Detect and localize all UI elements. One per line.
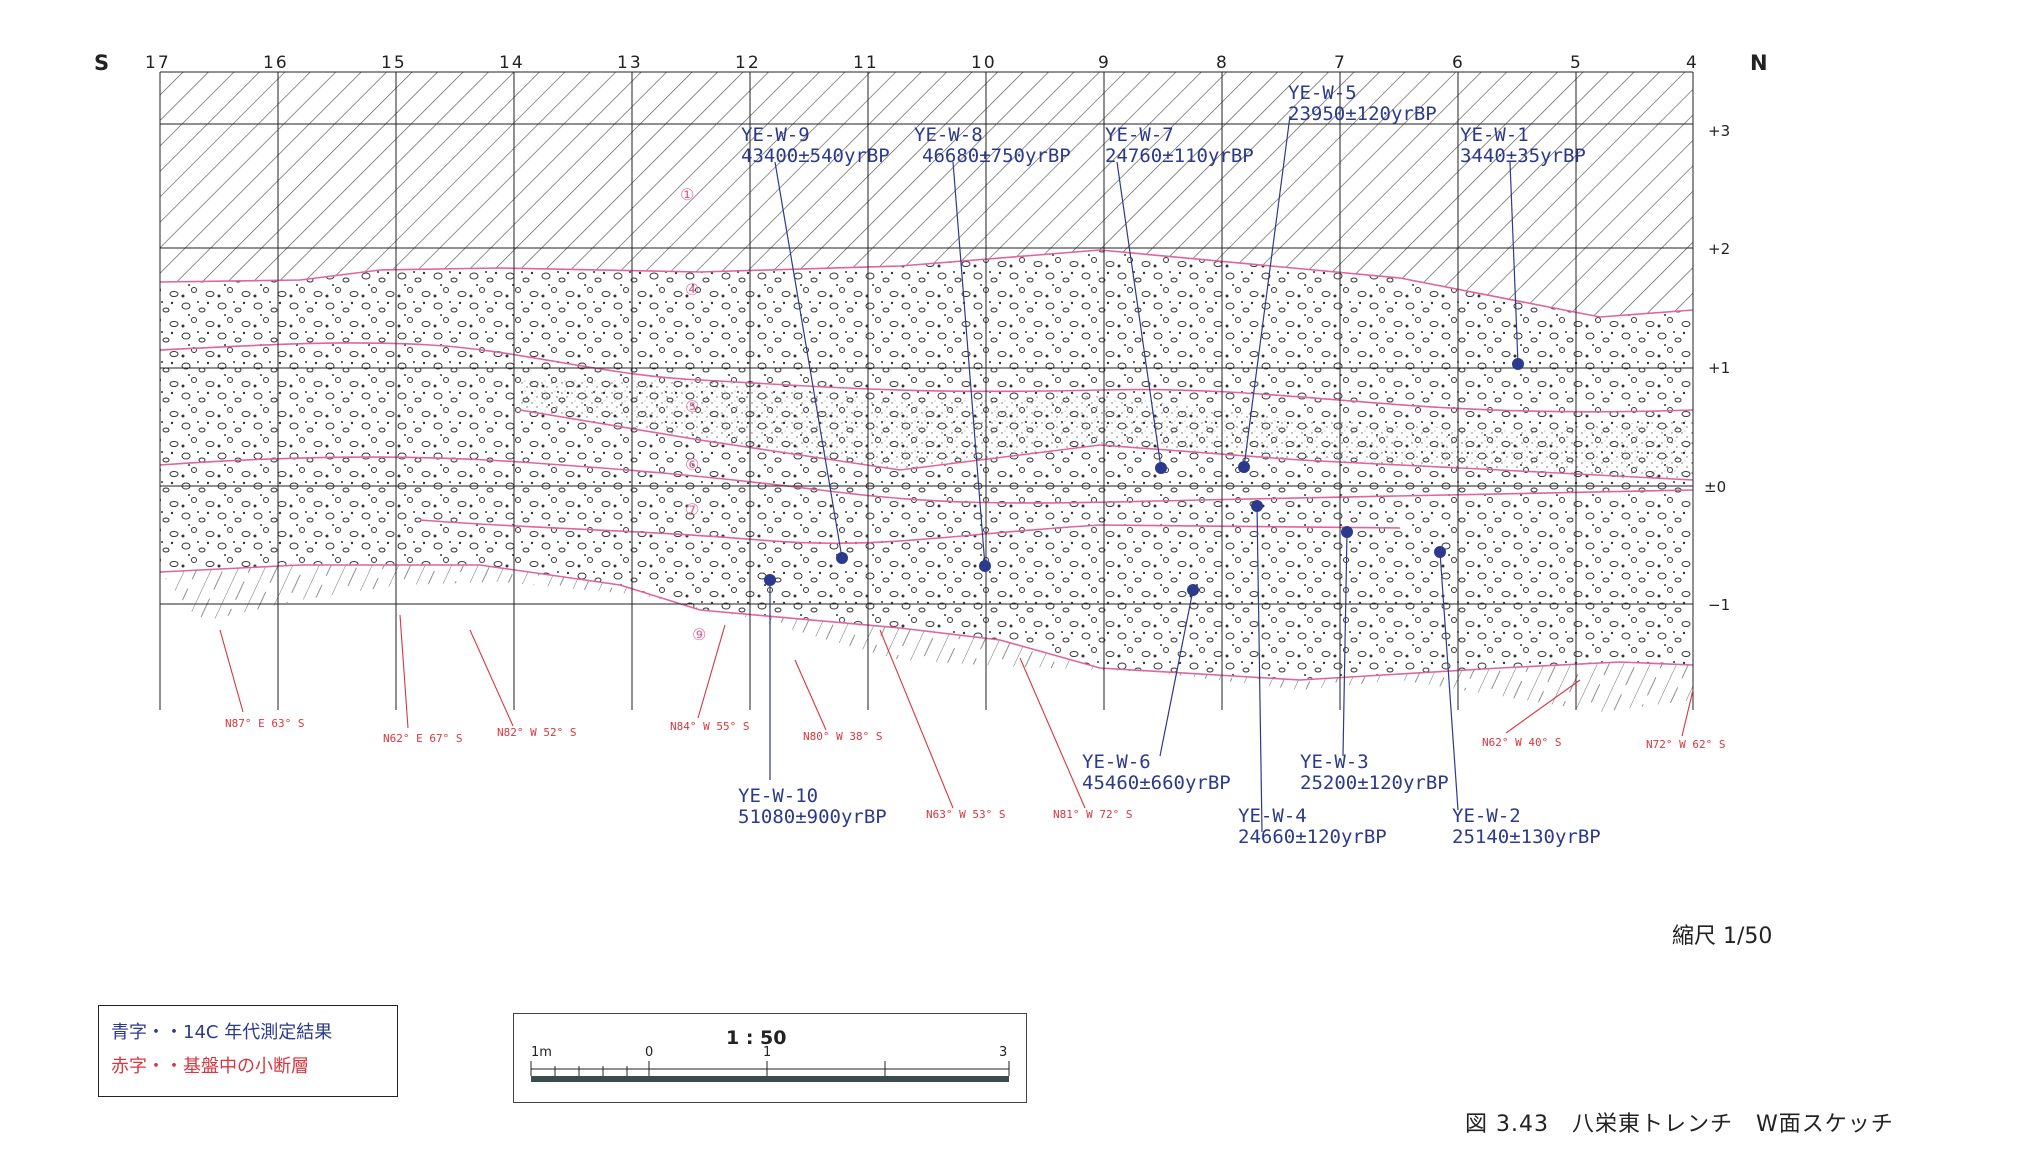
grid-number: 5: [1570, 53, 1583, 73]
grid-number: 14: [499, 53, 525, 73]
sample-point: [1341, 526, 1353, 538]
layer-number: ④: [685, 280, 699, 299]
sample-point: [1512, 358, 1524, 370]
sample-point: [1187, 584, 1199, 596]
sample-point: [1238, 461, 1250, 473]
sample-age: 23950±120yrBP: [1288, 103, 1437, 125]
legend-red-text: 赤字・・基盤中の小断層: [111, 1056, 309, 1077]
sample-age: 43400±540yrBP: [741, 145, 890, 167]
fault-label: N72° W 62° S: [1646, 738, 1725, 751]
sample-labels: YE-W-1 3440±35yrBP YE-W-2 25140±130yrBP …: [738, 82, 1601, 848]
fault-label: N87° E 63° S: [225, 717, 304, 730]
fault-label: N81° W 72° S: [1053, 808, 1132, 821]
elevation-label: +1: [1708, 359, 1730, 377]
sample-id: YE-W-10: [738, 785, 818, 807]
sample-age: 25140±130yrBP: [1452, 826, 1601, 848]
fault-labels: N87° E 63° S N62° E 67° S N82° W 52° S N…: [225, 717, 1725, 821]
sample-point: [1155, 462, 1167, 474]
grid-number: 9: [1098, 53, 1111, 73]
scale-ratio: 1 : 50: [726, 1027, 787, 1049]
sample-age: 3440±35yrBP: [1460, 145, 1586, 167]
sample-id: YE-W-1: [1460, 124, 1529, 146]
sample-age: 24760±110yrBP: [1105, 145, 1254, 167]
grid-numbers: 17 16 15 14 13 12 11 10 9 8 7 6 5 4: [145, 53, 1699, 73]
scale-bar-box: 1 : 50 1m 0 1 3: [513, 1013, 1027, 1103]
fault-label: N84° W 55° S: [670, 720, 749, 733]
sample-id: YE-W-2: [1452, 805, 1521, 827]
grid-number: 10: [971, 53, 997, 73]
grid-number: 12: [735, 53, 761, 73]
scale-tick-label: 1: [763, 1045, 771, 1060]
sample-id: YE-W-9: [741, 124, 810, 146]
sample-point: [1434, 546, 1446, 558]
sample-id: YE-W-5: [1288, 82, 1357, 104]
scale-tick-label: 0: [645, 1045, 653, 1060]
layer-number: ⑦: [685, 500, 699, 519]
grid: [159, 71, 1694, 710]
bedrock-zone: [160, 565, 1693, 712]
grid-number: 6: [1452, 53, 1465, 73]
fault-label: N63° W 53° S: [926, 808, 1005, 821]
sample-id: YE-W-7: [1105, 124, 1174, 146]
fault-label: N80° W 38° S: [803, 730, 882, 743]
sample-age: 45460±660yrBP: [1082, 772, 1231, 794]
grid-number: 17: [145, 53, 171, 73]
elevation-label: +3: [1708, 122, 1730, 140]
fault-leaders: [219, 614, 1694, 809]
scale-tick-label: 3: [999, 1045, 1007, 1060]
layer-number: ⑨: [692, 625, 706, 644]
fault-label: N62° W 40° S: [1482, 736, 1561, 749]
figure-caption: 図 3.43 八栄東トレンチ W面スケッチ: [1465, 1112, 1894, 1137]
elevation-label: ±0: [1704, 478, 1726, 496]
grid-number: 8: [1216, 53, 1229, 73]
layer-number: ⑤: [685, 397, 699, 416]
sample-leaders: [769, 115, 1519, 833]
sand-lens: [520, 380, 1693, 480]
sample-points: [764, 358, 1524, 596]
sample-id: YE-W-8: [914, 124, 983, 146]
layer-number: ①: [680, 185, 694, 204]
scale-bar: 1 : 50 1m 0 1 3: [530, 1027, 1010, 1082]
layer-number: ⑥: [685, 455, 699, 474]
sample-age: 25200±120yrBP: [1300, 772, 1449, 794]
fault-label: N82° W 52° S: [497, 726, 576, 739]
sample-point: [836, 552, 848, 564]
scale-tick-label: 1m: [531, 1045, 552, 1060]
sample-age: 24660±120yrBP: [1238, 826, 1387, 848]
legend-blue-text: 青字・・14C 年代測定結果: [111, 1022, 333, 1043]
elevation-labels: +3 +2 +1 ±0 −1: [1704, 122, 1730, 614]
grid-number: 13: [617, 53, 643, 73]
sample-point: [979, 560, 991, 572]
sample-age: 46680±750yrBP: [922, 145, 1071, 167]
sample-point: [764, 574, 776, 586]
grid-number: 11: [853, 53, 879, 73]
sample-age: 51080±900yrBP: [738, 806, 887, 828]
elevation-label: +2: [1708, 240, 1730, 258]
upper-hatched-zone: [160, 72, 1693, 317]
legend-box: 青字・・14C 年代測定結果 赤字・・基盤中の小断層: [98, 1005, 398, 1097]
grid-number: 4: [1686, 53, 1699, 73]
grid-number: 7: [1334, 53, 1347, 73]
grid-number: 15: [381, 53, 407, 73]
sample-id: YE-W-3: [1300, 751, 1369, 773]
layer-boundaries: [159, 249, 1694, 681]
sample-id: YE-W-6: [1082, 751, 1151, 773]
grid-number: 16: [263, 53, 289, 73]
elevation-label: −1: [1708, 596, 1730, 614]
layer-numbers: ① ④ ⑤ ⑥ ⑦ ⑨: [680, 185, 706, 644]
north-label: N: [1750, 51, 1768, 75]
sample-point: [1251, 500, 1263, 512]
fault-label: N62° E 67° S: [383, 732, 462, 745]
south-label: S: [94, 51, 109, 75]
sample-id: YE-W-4: [1238, 805, 1307, 827]
scale-note: 縮尺 1/50: [1672, 924, 1773, 949]
